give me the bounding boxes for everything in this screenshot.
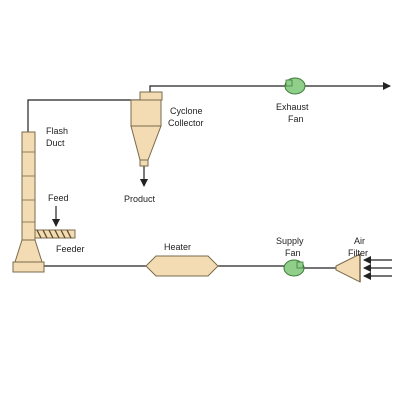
supply-fan <box>283 259 305 277</box>
air-filter-label-2: Filter <box>348 248 368 258</box>
flash-duct-label-2: Duct <box>46 138 65 148</box>
cyclone-label-2: Collector <box>168 118 204 128</box>
flash-duct-base <box>14 239 43 263</box>
flash-duct-foot <box>12 261 45 273</box>
air-filter <box>335 253 361 283</box>
flash-duct-to-cyclone-pipe <box>27 99 140 132</box>
supply-fan-label-1: Supply <box>276 236 304 246</box>
exhaust-fan-label-1: Exhaust <box>276 102 309 112</box>
feed-label: Feed <box>48 193 69 203</box>
cyclone-label-1: Cyclone <box>170 106 203 116</box>
flash-duct-label-1: Flash <box>46 126 68 136</box>
exhaust-fan-label-2: Fan <box>288 114 304 124</box>
air-filter-label-1: Air <box>354 236 365 246</box>
product-label: Product <box>124 194 156 204</box>
feeder-screw <box>36 229 72 239</box>
cyclone-top <box>139 91 163 101</box>
exhaust-fan <box>284 77 306 95</box>
heater-label: Heater <box>164 242 191 252</box>
heater-body <box>145 255 219 277</box>
flash-duct-body <box>21 131 36 241</box>
air-filter-body <box>335 253 361 283</box>
cyclone-body <box>130 99 162 127</box>
labels: Flash Duct Cyclone Collector Exhaust Fan… <box>46 102 368 258</box>
heater <box>145 255 219 277</box>
cyclone-collector <box>130 91 163 167</box>
feeder-label: Feeder <box>56 244 85 254</box>
cyclone-outlet <box>139 159 149 167</box>
cyclone-to-exhaust-pipe <box>149 85 288 92</box>
flash-duct <box>12 131 45 273</box>
pipes <box>27 82 392 280</box>
cyclone-cone <box>130 125 162 161</box>
feeder <box>34 206 76 239</box>
supply-fan-label-2: Fan <box>285 248 301 258</box>
